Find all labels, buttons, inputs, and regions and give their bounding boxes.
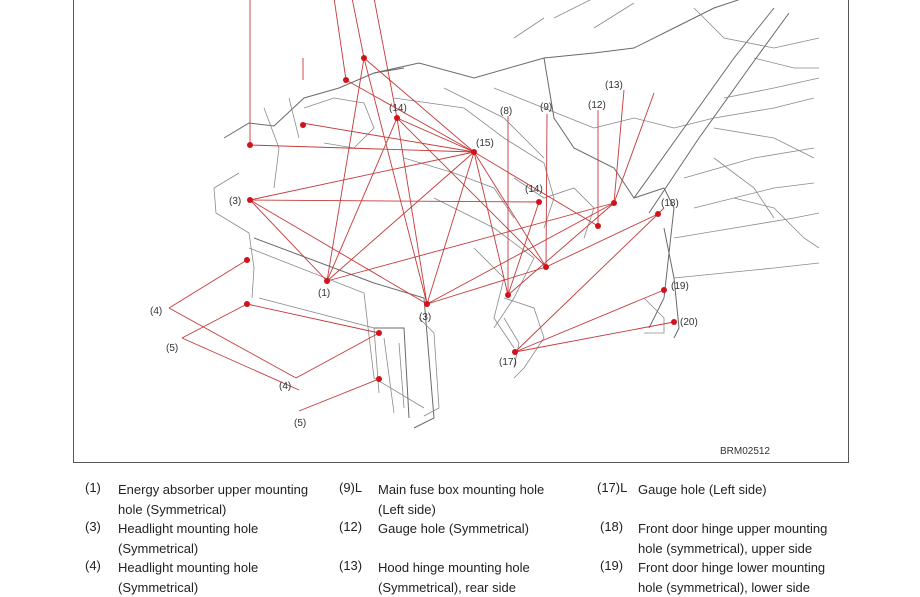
callout-15: (15) (476, 138, 494, 149)
legend-num: (12) (339, 519, 363, 534)
callout-19: (19) (671, 281, 689, 292)
callout-17: (17) (499, 357, 517, 368)
callout-3b: (3) (419, 312, 431, 323)
mounting-points (244, 55, 677, 382)
callout-1: (1) (318, 288, 330, 299)
legend-num: (3) (85, 519, 101, 534)
leader-lines (168, 0, 675, 412)
body-dimension-diagram: (14) (15) (8) (9) (12) (13) (3) (14) (18… (150, 0, 820, 429)
callout-labels: (14) (15) (8) (9) (12) (13) (3) (14) (18… (150, 80, 698, 429)
legend-text: Headlight mounting hole(Symmetrical) (118, 521, 259, 556)
legend-num: (18) (600, 519, 624, 534)
callout-14b: (14) (525, 184, 543, 195)
callout-14a: (14) (389, 103, 407, 114)
legend-num: (4) (85, 558, 101, 573)
legend-text: Gauge hole (Left side) (638, 482, 767, 497)
legend-num: (13) (339, 558, 363, 573)
legend-num: (1) (85, 480, 101, 495)
vehicle-body-sketch (213, 0, 820, 429)
callout-5b: (5) (294, 418, 306, 429)
callout-9: (9) (540, 102, 552, 113)
callout-18: (18) (661, 198, 679, 209)
callout-13: (13) (605, 80, 623, 91)
callout-8: (8) (500, 106, 512, 117)
figure-code: BRM02512 (719, 446, 770, 457)
legend-text: Gauge hole (Symmetrical) (378, 521, 529, 536)
legend-text: Main fuse box mounting hole(Left side) (378, 482, 545, 517)
legend-text: Headlight mounting hole(Symmetrical) (118, 560, 259, 595)
callout-4b: (4) (279, 381, 291, 392)
legend-num: (17)L (597, 480, 628, 495)
callout-5a: (5) (166, 343, 178, 354)
diagram-frame: (14) (15) (8) (9) (12) (13) (3) (14) (18… (73, 0, 849, 463)
callout-20: (20) (680, 317, 698, 328)
legend-text: Hood hinge mounting hole(Symmetrical), r… (378, 560, 530, 595)
legend-num: (9)L (339, 480, 363, 495)
callout-4a: (4) (150, 306, 162, 317)
legend-num: (19) (600, 558, 624, 573)
callout-12: (12) (588, 100, 606, 111)
callout-3a: (3) (229, 196, 241, 207)
